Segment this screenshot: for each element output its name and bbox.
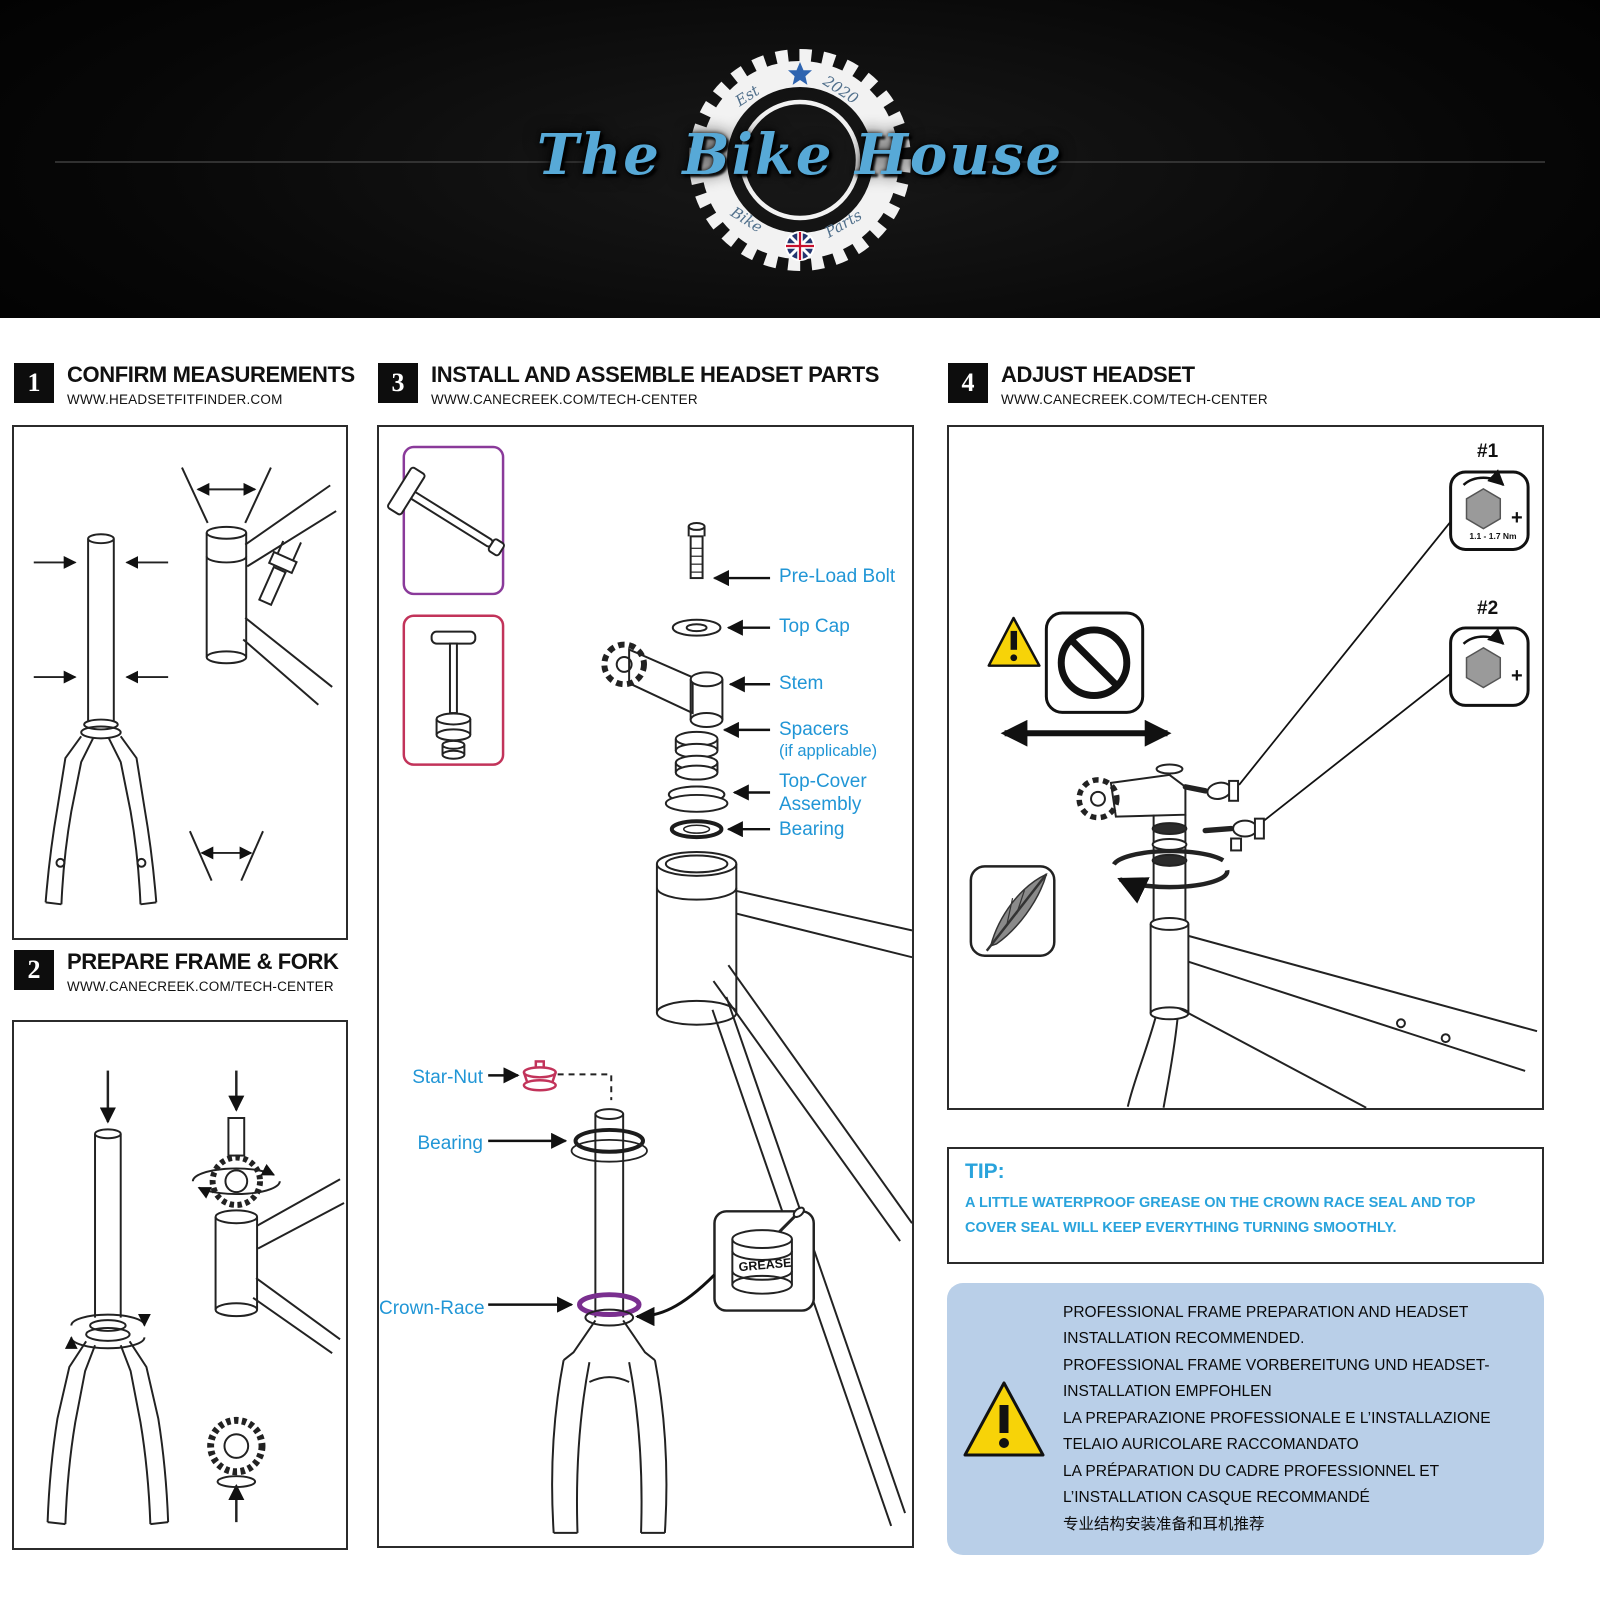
label-stem: Stem — [779, 673, 824, 694]
label-arrows — [488, 570, 771, 1313]
stem-part — [601, 641, 724, 728]
notice-line-de: PROFESSIONAL FRAME VORBEREITUNG UND HEAD… — [1063, 1356, 1490, 1401]
brand-title: The Bike House — [536, 122, 1064, 188]
tip-title: TIP: — [965, 1160, 1005, 1183]
step-1-url: WWW.HEADSETFITFINDER.COM — [67, 392, 283, 407]
pointing-hand-icons — [1182, 779, 1265, 840]
slide-hammer-tool-icon — [387, 466, 505, 557]
frame-prep-diagram — [46, 1070, 345, 1526]
notice-line-zh: 专业结构安装准备和耳机推荐 — [1063, 1515, 1265, 1533]
label-crown-race: Crown-Race — [379, 1298, 485, 1319]
notice-line-fr: LA PRÉPARATION DU CADRE PROFESSIONNEL ET… — [1063, 1462, 1439, 1507]
star-icon — [788, 62, 812, 85]
callout-line-1 — [1238, 521, 1452, 786]
panel-prepare-frame-fork — [12, 1020, 348, 1550]
step-4-header: 4 ADJUST HEADSET WWW.CANECREEK.COM/TECH-… — [948, 363, 1268, 407]
adjust-headset-diagram — [969, 469, 1538, 1108]
callout-line-2 — [1258, 672, 1452, 826]
label-pre-load-bolt: Pre-Load Bolt — [779, 566, 896, 587]
measurement-diagram — [33, 467, 337, 906]
fork-crown-prep-diagram — [46, 1070, 170, 1526]
step-4-url: WWW.CANECREEK.COM/TECH-CENTER — [1001, 392, 1268, 407]
fork-assembly — [551, 1108, 668, 1534]
hex-torque-icon-1 — [1449, 469, 1530, 551]
spacers-part — [674, 730, 719, 781]
bearing-bottom-part — [570, 1127, 648, 1163]
no-overtighten-icon — [1044, 611, 1145, 714]
label-top-cover-assembly: Assembly — [779, 794, 862, 815]
tip-box: TIP: A LITTLE WATERPROOF GREASE ON THE C… — [947, 1147, 1544, 1264]
head-tube-reamer-diagram — [191, 1070, 345, 1354]
caliper-icon — [258, 540, 302, 607]
step-2-header: 2 PREPARE FRAME & FORK WWW.CANECREEK.COM… — [14, 950, 339, 994]
label-top-cap: Top Cap — [779, 616, 850, 637]
label-bearing-bottom: Bearing — [417, 1133, 484, 1154]
pre-load-bolt-part — [687, 521, 706, 580]
step-1-number: 1 — [14, 363, 54, 403]
step-2-url: WWW.CANECREEK.COM/TECH-CENTER — [67, 979, 334, 994]
label-star-nut: Star-Nut — [412, 1067, 483, 1088]
step-2-number: 2 — [14, 950, 54, 990]
notice-line-en: PROFESSIONAL FRAME PREPARATION AND HEADS… — [1063, 1303, 1469, 1348]
bearing-top-part — [669, 819, 724, 840]
star-nut-dashed-line — [557, 1073, 613, 1101]
step-3-number: 3 — [378, 363, 418, 403]
panel-confirm-measurements — [12, 425, 348, 940]
step-2-title: PREPARE FRAME & FORK — [67, 949, 339, 974]
uk-flag-icon — [785, 231, 815, 261]
warning-triangle-icon — [987, 616, 1041, 667]
panel-install-assemble: Pre-Load Bolt Top Cap Stem Spacers (if a… — [377, 425, 914, 1548]
label-top-cover: Top-Cover — [779, 771, 867, 792]
label-bearing-top: Bearing — [779, 819, 845, 840]
step-3-title: INSTALL AND ASSEMBLE HEADSET PARTS — [431, 362, 880, 387]
notice-line-it: LA PREPARAZIONE PROFESSIONALE E L’INSTAL… — [1063, 1409, 1491, 1454]
torque-plus-1: + — [1511, 507, 1523, 529]
top-cover-part — [664, 785, 729, 813]
tool-box-bearing-press — [402, 614, 505, 766]
headset-exploded-diagram — [387, 445, 912, 1534]
step-1-header: 1 CONFIRM MEASUREMENTS WWW.HEADSETFITFIN… — [14, 363, 355, 407]
torque-label-1: #1 — [1477, 441, 1499, 462]
feather-icon — [969, 865, 1056, 957]
tool-box-slide-hammer — [387, 445, 505, 596]
step-4-title: ADJUST HEADSET — [1001, 362, 1195, 387]
hex-torque-icon-2 — [1449, 626, 1530, 707]
tip-body: A LITTLE WATERPROOF GREASE ON THE CROWN … — [965, 1195, 1476, 1236]
frame-head-tube — [655, 851, 912, 1527]
star-nut-part — [522, 1060, 557, 1092]
step-1-title: CONFIRM MEASUREMENTS — [67, 362, 355, 387]
professional-install-notice: PROFESSIONAL FRAME PREPARATION AND HEADS… — [947, 1283, 1544, 1555]
crown-race-cutter-diagram — [207, 1416, 266, 1523]
torque-plus-2: + — [1511, 665, 1523, 687]
logo-gear-icon: Est 2020 Bike Parts — [55, 49, 1545, 271]
crown-race-part — [577, 1292, 642, 1318]
label-spacers: Spacers — [779, 719, 849, 740]
torque-range: 1.1 - 1.7 Nm — [1469, 531, 1517, 541]
stem-steerer-assembly — [1076, 763, 1538, 1108]
grease-can-icon — [635, 1206, 815, 1327]
torque-label-2: #2 — [1477, 598, 1499, 619]
head-tube-diagram — [181, 467, 337, 882]
step-3-url: WWW.CANECREEK.COM/TECH-CENTER — [431, 392, 698, 407]
top-cap-part — [671, 618, 722, 637]
step-3-header: 3 INSTALL AND ASSEMBLE HEADSET PARTS WWW… — [378, 363, 879, 407]
panel-adjust-headset: #1 + 1.1 - 1.7 Nm #2 + — [947, 425, 1544, 1110]
notice-text: PROFESSIONAL FRAME PREPARATION AND HEADS… — [1063, 1300, 1526, 1539]
header-banner: Est 2020 Bike Parts The Bike House — [0, 0, 1600, 318]
notice-warning-triangle-icon — [963, 1381, 1045, 1457]
bearing-press-tool-icon — [430, 630, 477, 760]
fork-steerer-diagram — [33, 533, 169, 906]
label-spacers-note: (if applicable) — [779, 742, 878, 760]
step-4-number: 4 — [948, 363, 988, 403]
